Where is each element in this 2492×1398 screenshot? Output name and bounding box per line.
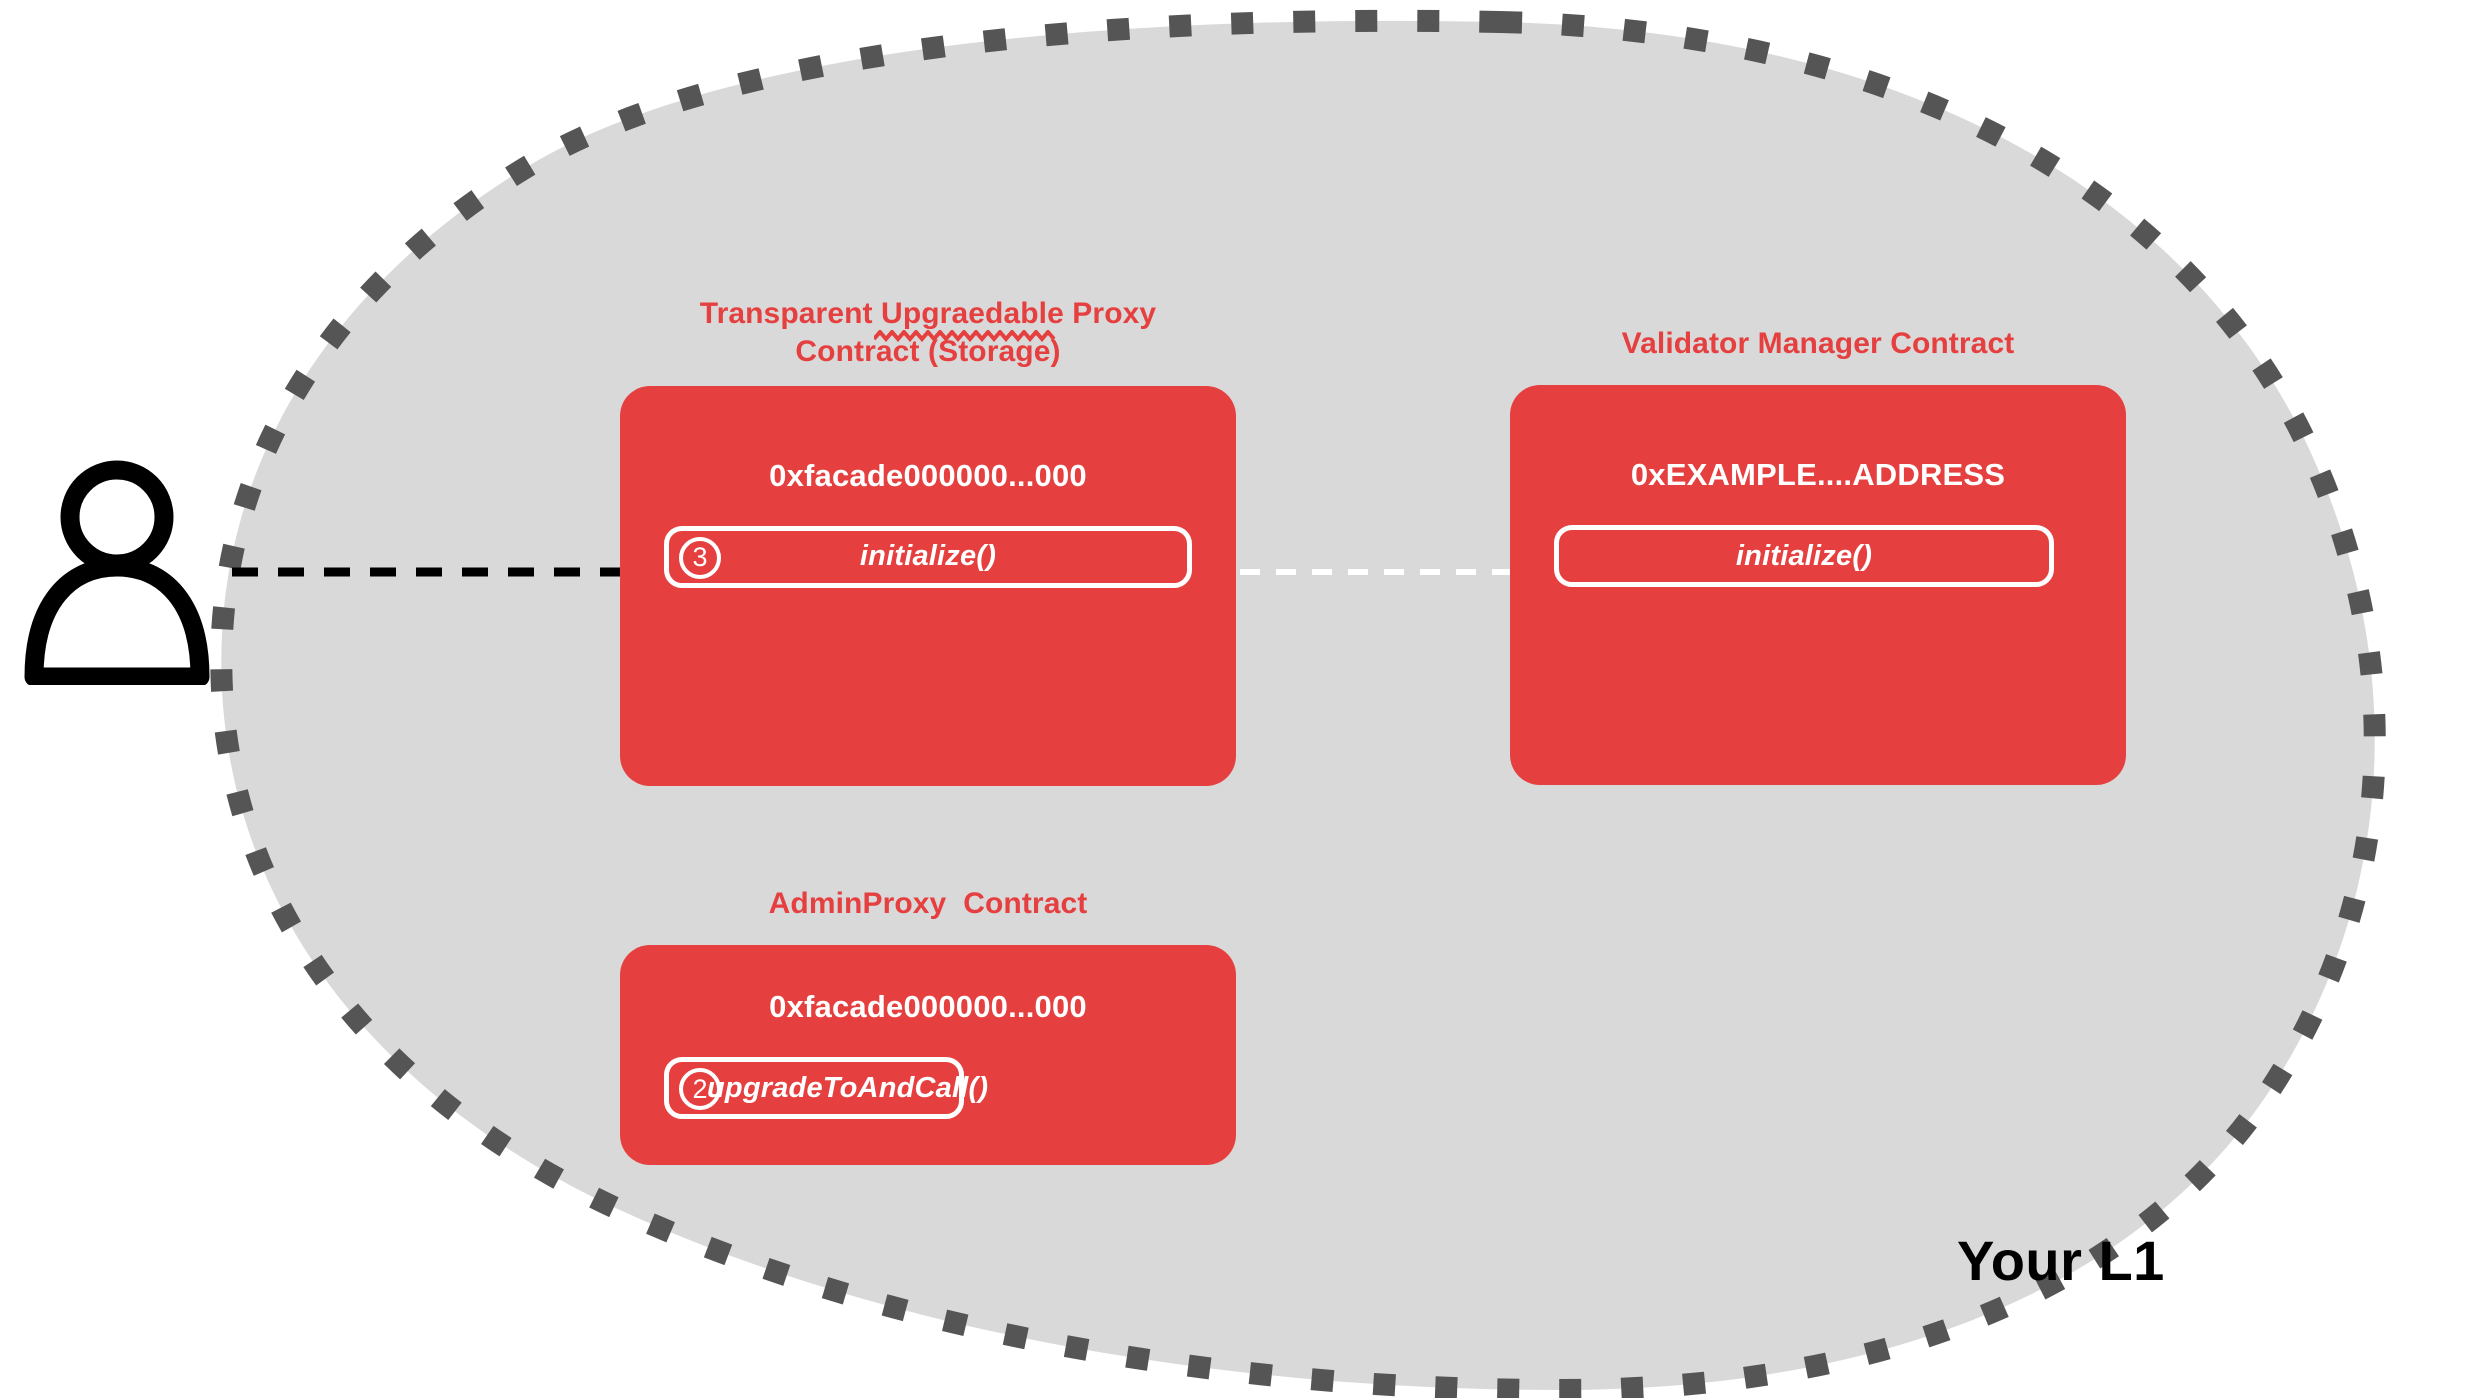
contract-address: 0xfacade000000...000: [769, 989, 1087, 1025]
method-pill-initialize[interactable]: initialize(): [1554, 525, 2054, 588]
contract-validator-manager: Validator Manager Contract 0xEXAMPLE....…: [1510, 325, 2126, 786]
method-label: upgradeToAndCall(): [707, 1071, 989, 1104]
method-label: initialize(): [1735, 539, 1873, 572]
contract-box[interactable]: 0xfacade000000...000 3 initialize(): [620, 385, 1236, 786]
contract-title: Transparent Upgraedable Proxy Contract (…: [699, 297, 1157, 369]
contract-title: AdminProxy Contract: [768, 887, 1088, 920]
person-icon: [24, 460, 210, 685]
l1-boundary-label: Your L1: [1957, 1229, 2165, 1292]
method-pill-upgrade-to-and-call[interactable]: 2 upgradeToAndCall(): [664, 1057, 988, 1120]
method-pill-initialize[interactable]: 3 initialize(): [664, 525, 1192, 588]
contract-admin-proxy: AdminProxy Contract 0xfacade000000...000…: [620, 885, 1236, 1166]
contract-transparent-upgradeable-proxy: Transparent Upgraedable Proxy Contract (…: [620, 295, 1236, 786]
contract-box[interactable]: 0xEXAMPLE....ADDRESS initialize(): [1510, 385, 2126, 786]
contract-address: 0xfacade000000...000: [769, 457, 1087, 493]
contract-box[interactable]: 0xfacade000000...000 2 upgradeToAndCall(…: [620, 945, 1236, 1166]
step-badge: 3: [679, 536, 721, 579]
contract-address: 0xEXAMPLE....ADDRESS: [1630, 457, 2006, 493]
step-badge: 2: [679, 1068, 721, 1111]
method-label: initialize(): [859, 540, 997, 573]
contract-title: Validator Manager Contract: [1621, 327, 2015, 360]
